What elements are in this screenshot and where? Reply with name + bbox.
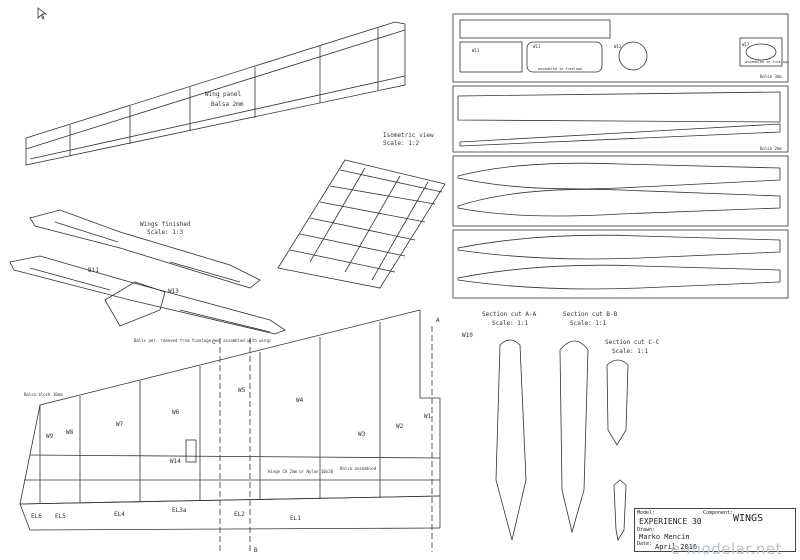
section-c-title: Section cut C-C <box>605 339 660 346</box>
wings-finished-view <box>9 209 286 335</box>
date-value: April 2016 <box>655 543 698 551</box>
label-el5: EL5 <box>55 513 66 520</box>
wing-panel-title: Wing panel <box>205 91 242 98</box>
label-balsa-block: Balsa block 10mm <box>24 392 63 397</box>
section-b-title: Section cut B-B <box>563 311 618 318</box>
label-el2: EL2 <box>234 511 245 518</box>
wing-panel-view <box>25 21 406 166</box>
isometric-scale: Scale: 1:2 <box>383 140 420 147</box>
label-w14: W14 <box>170 458 181 465</box>
date-label: Date: <box>637 541 653 547</box>
wing-plan-view <box>19 309 441 552</box>
label-hinge: Hinge CA 2mm or Nylon 10x20 <box>268 469 334 474</box>
part-w11: W11 <box>533 44 541 49</box>
component-value: WINGS <box>733 513 764 524</box>
label-w3: W3 <box>358 431 366 438</box>
isometric-title: Isometric view <box>383 132 434 139</box>
marker-b: B <box>254 547 258 554</box>
title-block: Model: EXPERIENCE 30 Component: WINGS Dr… <box>634 508 796 552</box>
section-a-title: Section cut A-A <box>482 311 537 318</box>
marker-c: C <box>212 339 216 346</box>
part-note1: assembled in fuselage <box>538 67 582 71</box>
label-w2: W2 <box>396 423 404 430</box>
isometric-view <box>277 159 446 289</box>
section-a-scale: Scale: 1:1 <box>492 320 529 327</box>
wing-panel-sub: Balsa 2mm <box>211 101 244 108</box>
label-w1: W1 <box>424 413 432 420</box>
label-w5: W5 <box>238 387 246 394</box>
drawn-label: Drawn: <box>637 527 656 533</box>
component-label: Component: <box>703 510 734 516</box>
label-b11: B11 <box>88 267 99 274</box>
label-el1: EL1 <box>290 515 301 522</box>
label-el4: EL4 <box>114 511 125 518</box>
label-w7: W7 <box>116 421 124 428</box>
label-w4: W4 <box>296 397 304 404</box>
label-el3a: EL3a <box>172 507 187 514</box>
part-w13: W13 <box>472 48 480 53</box>
label-balsa-assembled: Balsa assembled <box>340 466 377 471</box>
label-w8: W8 <box>66 429 74 436</box>
section-cuts <box>495 339 629 542</box>
model-value: EXPERIENCE 30 <box>639 517 702 526</box>
label-w10: W10 <box>462 332 473 339</box>
finished-scale: Scale: 1:3 <box>147 229 184 236</box>
model-label: Model: <box>637 510 656 516</box>
part-w17: W17 <box>742 42 750 47</box>
part-balsa2: Balsa 2mm <box>760 146 782 151</box>
label-el6: EL6 <box>31 513 42 520</box>
label-w9: W9 <box>46 433 54 440</box>
marker-a: A <box>436 317 440 324</box>
label-w6: W6 <box>172 409 180 416</box>
finished-title: Wings finished <box>140 221 191 228</box>
drawn-value: Marko Mencin <box>639 533 690 541</box>
watermark: e-modelar.net <box>670 540 782 558</box>
part-w12: W12 <box>614 44 622 49</box>
finished-note: Balls per. removed from fuselage and ass… <box>134 338 272 343</box>
label-w13: W13 <box>168 288 179 295</box>
section-c-scale: Scale: 1:1 <box>612 348 649 355</box>
parts-sheet <box>452 13 789 299</box>
cursor-icon <box>37 7 48 20</box>
part-note2: assembled in fuselage <box>745 60 789 64</box>
part-balsa: Balsa 3mm <box>760 74 782 79</box>
section-b-scale: Scale: 1:1 <box>570 320 607 327</box>
